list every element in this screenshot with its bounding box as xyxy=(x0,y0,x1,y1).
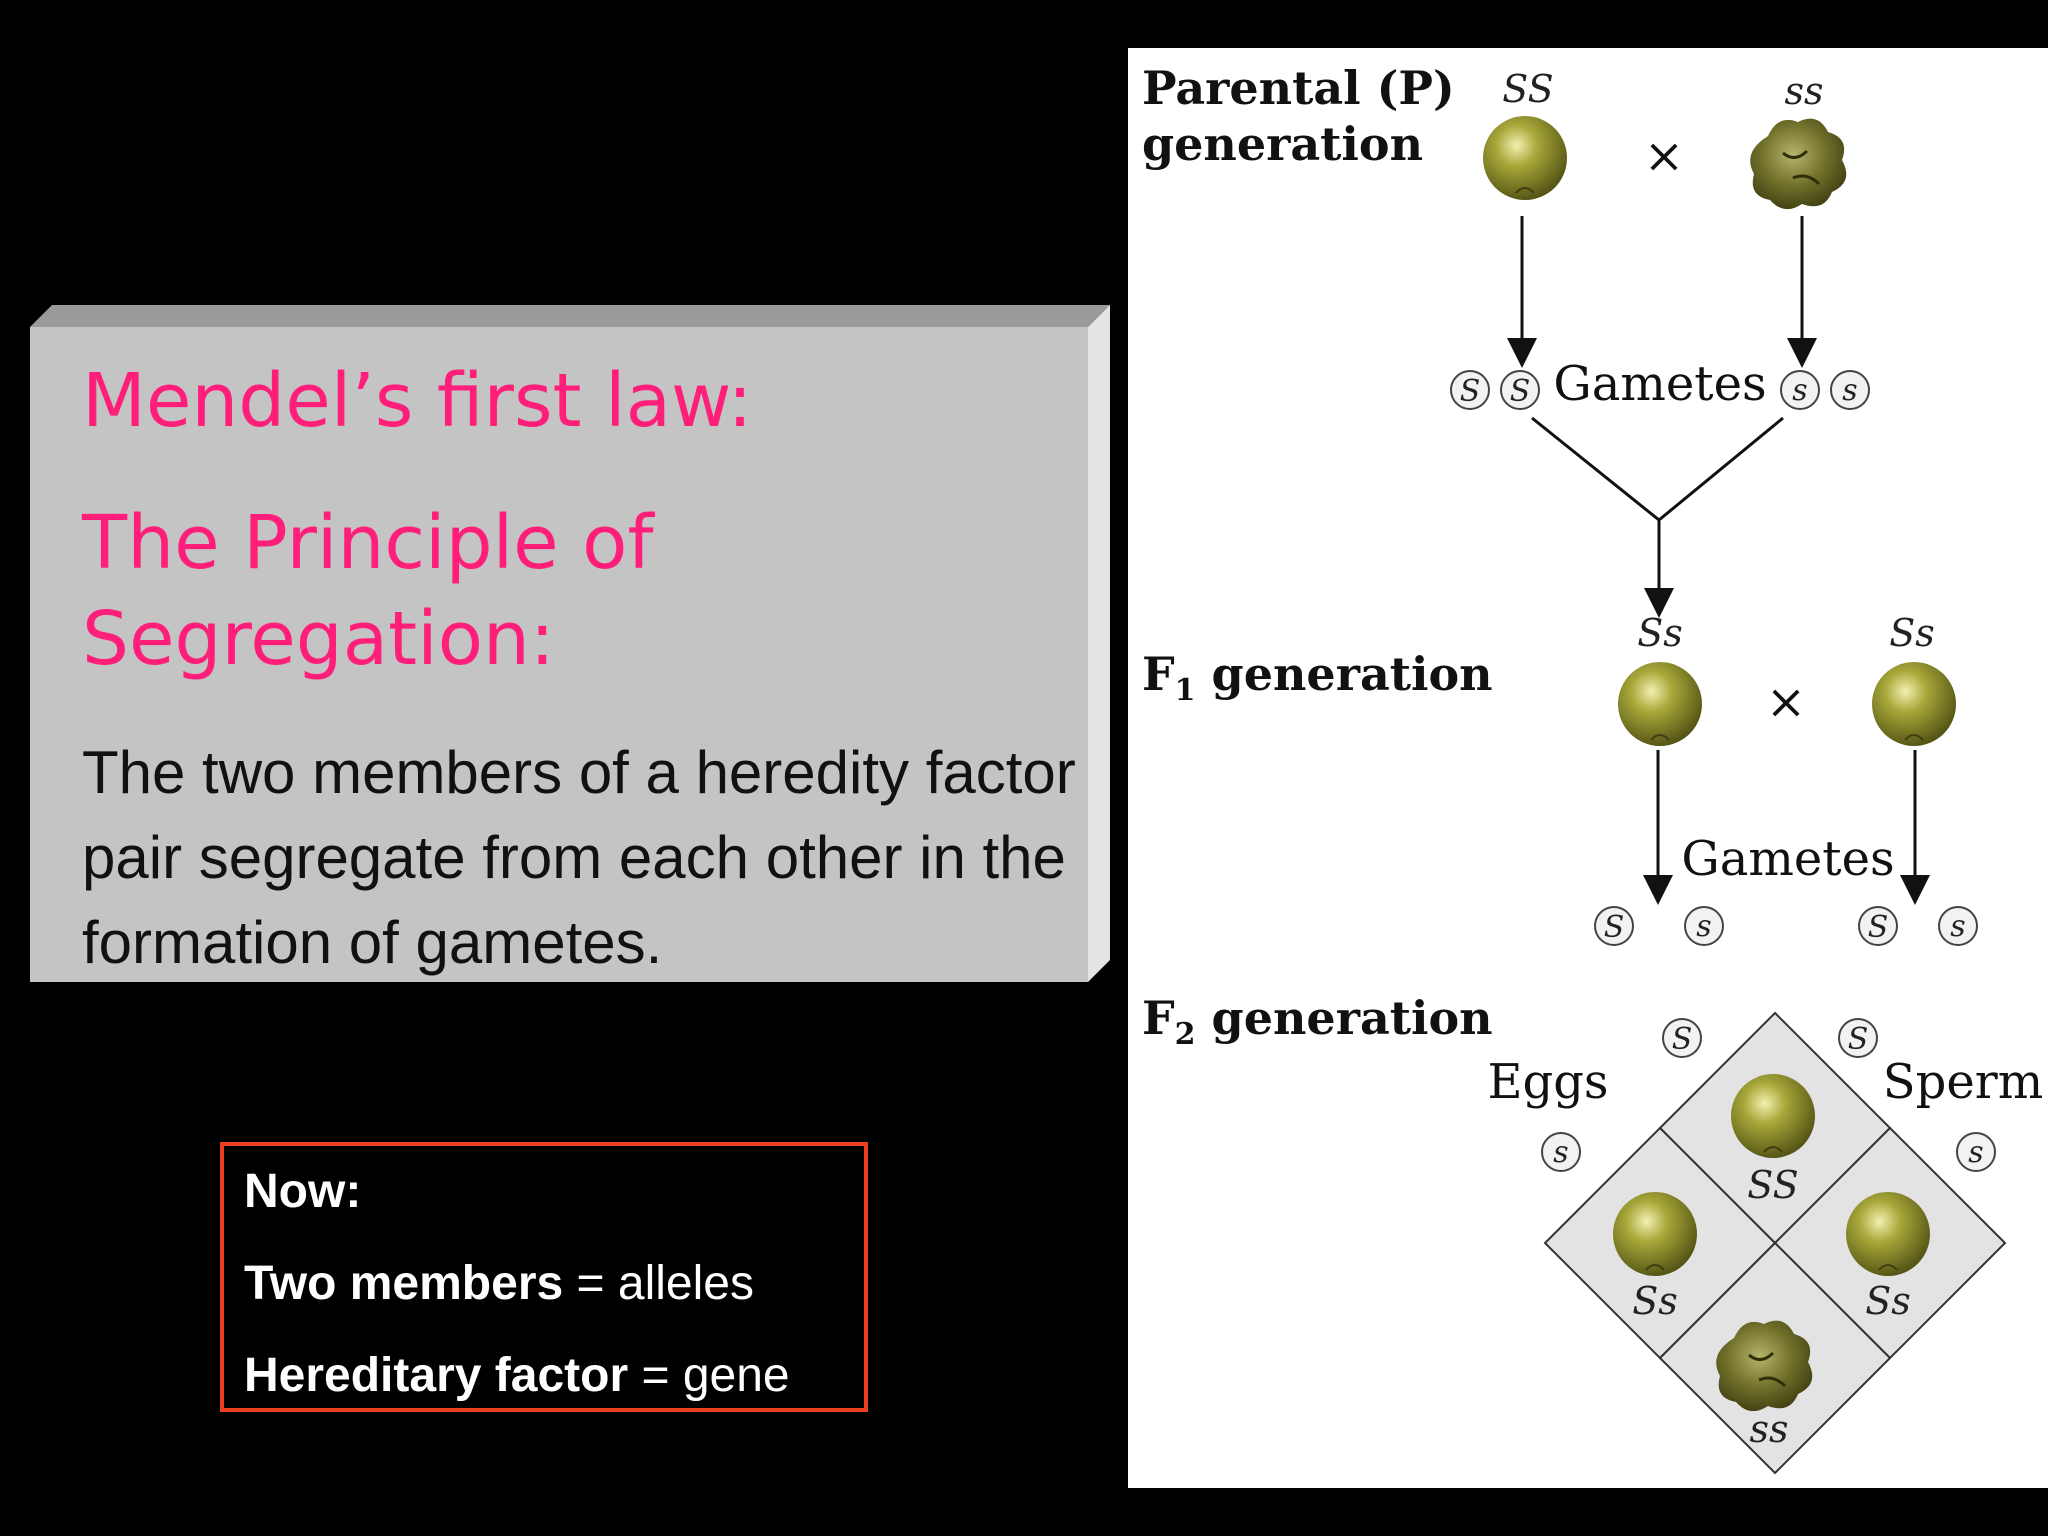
cell-top-genotype: SS xyxy=(1747,1163,1798,1207)
law-description: The two members of a heredity factor pai… xyxy=(82,739,1076,976)
svg-text:S: S xyxy=(1868,910,1889,945)
svg-text:s: s xyxy=(1792,373,1807,408)
p-generation-label-1: Parental (P) xyxy=(1142,61,1455,115)
cell-right-genotype: Ss xyxy=(1865,1279,1911,1323)
f1-parent-2-genotype: Ss xyxy=(1889,611,1935,655)
f1-gamete-3: S xyxy=(1858,906,1898,946)
svg-text:S: S xyxy=(1510,374,1531,409)
p-gamete-1: S xyxy=(1450,370,1490,410)
p-gamete-3: s xyxy=(1780,370,1820,410)
cell-bottom-genotype: ss xyxy=(1749,1407,1788,1451)
p-gamete-2: S xyxy=(1500,370,1540,410)
svg-text:s: s xyxy=(1696,909,1711,944)
note-heading: Now: xyxy=(244,1165,362,1218)
f1-pea-1-icon xyxy=(1618,662,1702,746)
p-generation-label-2: generation xyxy=(1142,117,1423,171)
f1-pea-2-icon xyxy=(1872,662,1956,746)
svg-text:S: S xyxy=(1460,374,1481,409)
p-parent-2-genotype: ss xyxy=(1784,69,1823,113)
p-parent-1-genotype: SS xyxy=(1502,67,1553,111)
f1-cross-symbol: × xyxy=(1766,674,1806,730)
svg-text:s: s xyxy=(1842,373,1857,408)
segregation-diagram: Parental (P) generation SS ss × S S Game… xyxy=(1128,48,2048,1488)
cell-top-pea-icon xyxy=(1731,1074,1815,1158)
egg-allele-1: S xyxy=(1662,1018,1702,1058)
note-gene: Hereditary factor = gene xyxy=(244,1349,790,1402)
p-gamete-4: s xyxy=(1830,370,1870,410)
eggs-label: Eggs xyxy=(1487,1054,1608,1110)
svg-text:s: s xyxy=(1553,1135,1568,1170)
svg-text:S: S xyxy=(1672,1022,1693,1057)
cell-bottom-wrinkled-pea-icon xyxy=(1716,1320,1813,1412)
f2-generation-label: F2 generation xyxy=(1142,991,1493,1052)
f1-gamete-2: s xyxy=(1684,906,1724,946)
note-alleles: Two members = alleles xyxy=(244,1257,754,1310)
gamete-fusion-lines xyxy=(1531,416,1784,522)
f1-gamete-1: S xyxy=(1594,906,1634,946)
egg-allele-2: s xyxy=(1541,1132,1581,1172)
wrinkled-pea-icon xyxy=(1750,118,1847,210)
p-cross-symbol: × xyxy=(1644,128,1684,184)
f1-gametes-label: Gametes xyxy=(1681,831,1894,887)
svg-text:s: s xyxy=(1968,1135,1983,1170)
sperm-allele-2: s xyxy=(1956,1132,1996,1172)
f1-gamete-4: s xyxy=(1938,906,1978,946)
cell-left-genotype: Ss xyxy=(1632,1279,1678,1323)
svg-text:S: S xyxy=(1848,1022,1869,1057)
p-gametes-label: Gametes xyxy=(1553,356,1766,412)
round-pea-icon xyxy=(1483,116,1567,200)
terminology-note: Now: Two members = alleles Hereditary fa… xyxy=(220,1142,868,1412)
svg-text:s: s xyxy=(1950,909,1965,944)
cell-right-pea-icon xyxy=(1846,1192,1930,1276)
sperm-label: Sperm xyxy=(1883,1054,2043,1110)
law-box: Mendel’s first law: The Principle of Seg… xyxy=(30,305,1110,985)
cell-left-pea-icon xyxy=(1613,1192,1697,1276)
principle-title: The Principle of Segregation: xyxy=(82,500,654,682)
svg-text:S: S xyxy=(1604,910,1625,945)
f1-generation-label: F1 generation xyxy=(1142,647,1493,708)
box-bevel xyxy=(30,305,1110,982)
sperm-allele-1: S xyxy=(1838,1018,1878,1058)
f1-parent-1-genotype: Ss xyxy=(1637,611,1683,655)
law-title: Mendel’s first law: xyxy=(82,358,753,444)
